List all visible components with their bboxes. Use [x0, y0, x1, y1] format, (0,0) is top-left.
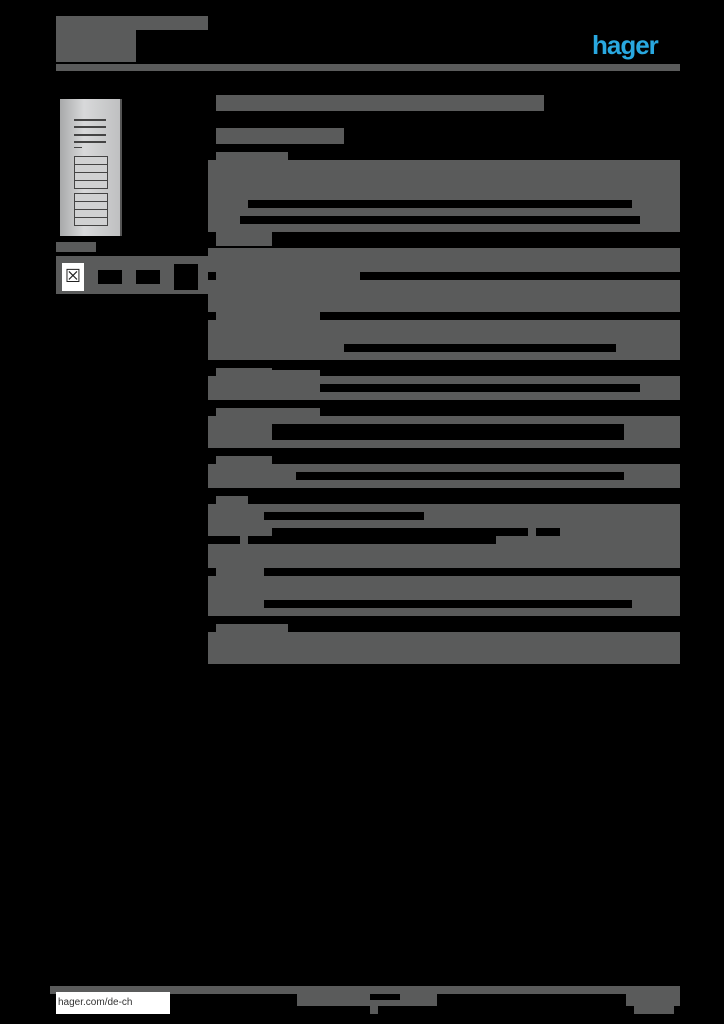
- header-title-block: [56, 16, 208, 30]
- spec-section-label: [216, 152, 288, 162]
- certification-icon-3: [174, 264, 198, 290]
- footer-center-block: [297, 994, 437, 1006]
- spec-section-2b: [216, 272, 360, 280]
- spec-section-label: [216, 232, 272, 246]
- spec-section-3b: [216, 312, 320, 320]
- spec-section-label: [216, 496, 248, 504]
- spec-section-label: [216, 624, 288, 632]
- certification-icon-2: [136, 270, 160, 284]
- header-rule: [56, 64, 680, 71]
- spec-section-label: [216, 408, 320, 416]
- footer-page-block: [626, 994, 680, 1006]
- spec-section-label: [216, 456, 272, 464]
- hager-logo: hager: [592, 30, 659, 60]
- spec-section-3: [208, 280, 680, 312]
- spec-section-10: [208, 632, 680, 664]
- header-subtitle-block: [56, 30, 136, 62]
- spec-section-2: [208, 248, 680, 272]
- main-heading: [216, 95, 544, 111]
- footer-url[interactable]: hager.com/de-ch: [56, 992, 170, 1014]
- weee-bin-icon: ☒: [62, 263, 84, 291]
- spec-section-9: [208, 576, 680, 616]
- spec-section-4: [208, 320, 680, 360]
- certification-icon-1: [98, 270, 122, 284]
- product-image: [60, 99, 122, 236]
- footer-rule: [50, 986, 680, 994]
- icons-label-block: [56, 242, 96, 252]
- main-subheading: [216, 128, 344, 144]
